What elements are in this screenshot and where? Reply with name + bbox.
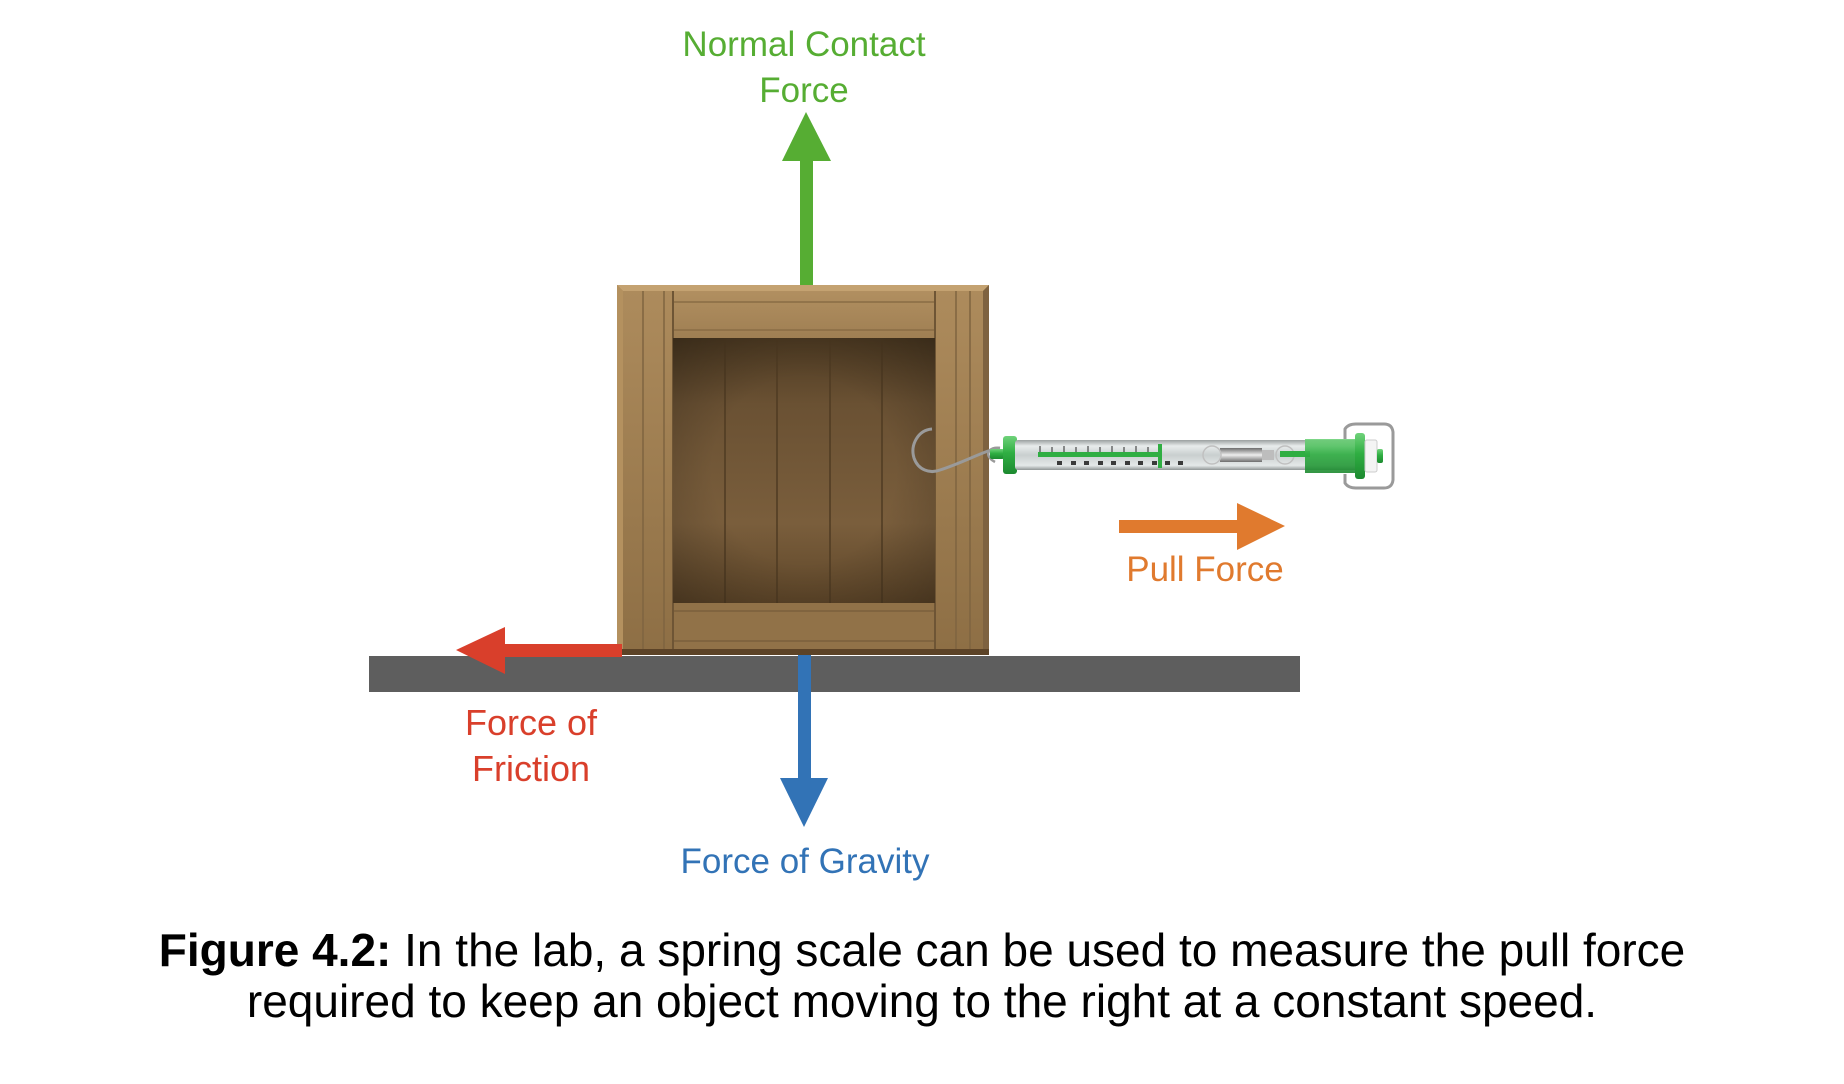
scale-handle xyxy=(1343,422,1395,490)
spring-scale xyxy=(911,422,1395,490)
scale-ticks xyxy=(1039,446,1149,452)
wooden-crate xyxy=(617,285,989,655)
caption-line-2: required to keep an object moving to the… xyxy=(246,975,1598,1027)
crate-top-rail xyxy=(674,291,934,338)
gravity-force-label: Force of Gravity xyxy=(680,842,930,881)
caption-figure-number: Figure 4.2: xyxy=(158,924,392,976)
gravity-force-arrow xyxy=(780,655,828,827)
caption-line-1: Figure 4.2: In the lab, a spring scale c… xyxy=(0,925,1844,976)
pull-force-label: Pull Force xyxy=(1126,550,1284,589)
crate-bottom-rail xyxy=(674,603,934,649)
scale-hook xyxy=(911,427,1001,473)
crate-left-post xyxy=(623,291,673,649)
scale-spring xyxy=(1220,448,1262,462)
friction-force-label-line2: Friction xyxy=(471,748,591,789)
figure-caption: Figure 4.2: In the lab, a spring scale c… xyxy=(0,925,1844,1027)
ground-surface xyxy=(369,656,1300,692)
normal-force-label: Normal Contact Force xyxy=(654,22,954,114)
friction-force-arrow xyxy=(456,627,622,674)
normal-force-label-line2: Force xyxy=(759,71,849,110)
caption-text-1: In the lab, a spring scale can be used t… xyxy=(391,924,1686,976)
friction-force-label: Force of Friction xyxy=(431,700,631,792)
friction-force-label-line1: Force of xyxy=(464,702,598,743)
normal-force-arrow xyxy=(782,112,831,285)
normal-force-label-line1: Normal Contact xyxy=(682,25,926,64)
pull-force-arrow xyxy=(1119,503,1285,550)
